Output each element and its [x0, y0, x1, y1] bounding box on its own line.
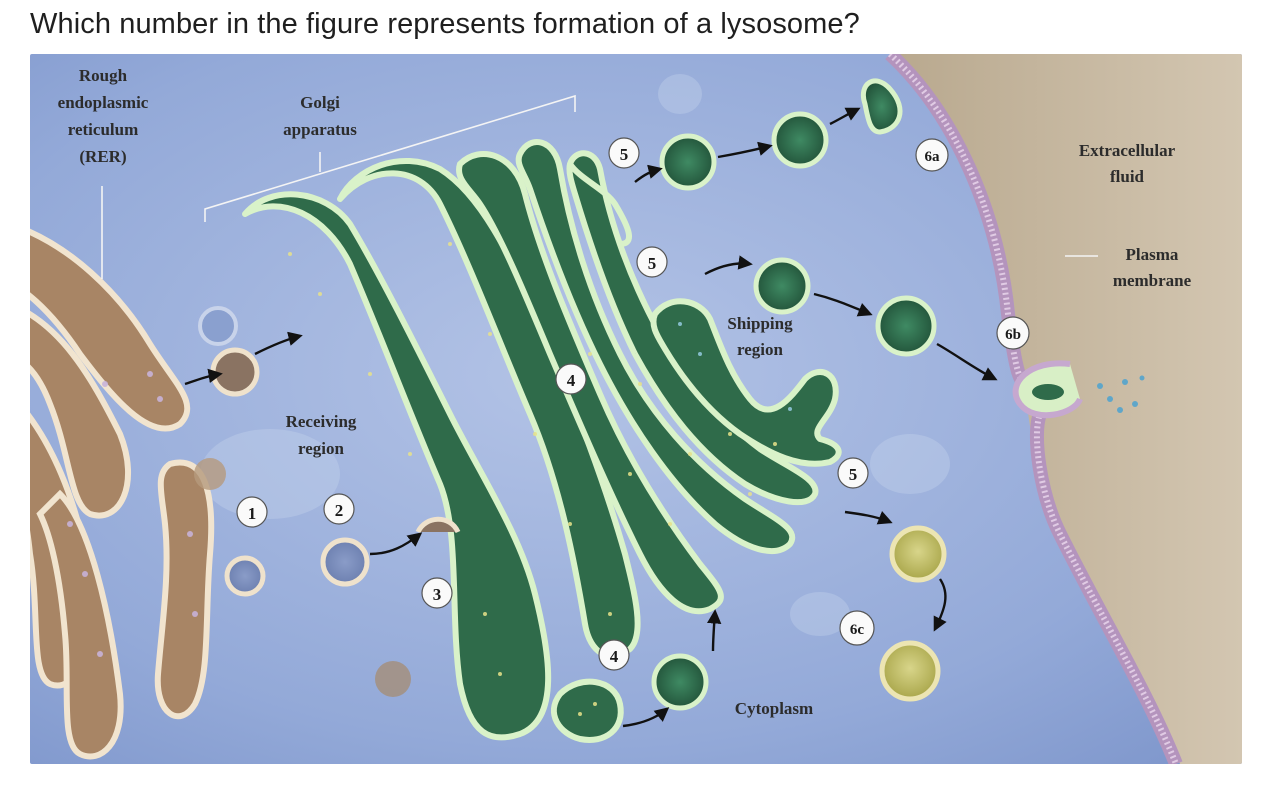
step-marker-4-bottom: 4 [598, 639, 630, 671]
svg-text:Rough: Rough [79, 66, 128, 85]
svg-text:4: 4 [610, 647, 619, 666]
svg-text:6b: 6b [1005, 327, 1021, 343]
svg-text:membrane: membrane [1113, 271, 1192, 290]
label-receiving: Receiving region [286, 412, 357, 458]
label-rer: Rough endoplasmic reticulum (RER) [58, 66, 149, 166]
label-cytoplasm: Cytoplasm [735, 699, 813, 718]
svg-text:5: 5 [620, 145, 629, 164]
step-marker-5-middle: 5 [636, 246, 668, 278]
label-golgi: Golgi apparatus [283, 93, 357, 139]
step-marker-2: 2 [323, 493, 355, 525]
golgi-diagram: 1 2 3 4 4 5 5 5 6a 6b 6c Rough endoplasm… [30, 54, 1242, 764]
svg-text:apparatus: apparatus [283, 120, 357, 139]
svg-text:5: 5 [849, 465, 858, 484]
svg-text:region: region [298, 439, 345, 458]
label-extracellular: Extracellular fluid [1079, 141, 1176, 186]
svg-text:Receiving: Receiving [286, 412, 357, 431]
svg-text:1: 1 [248, 504, 257, 523]
step-markers: 1 2 3 4 4 5 5 5 6a 6b 6c [236, 137, 1030, 671]
pathway-arrows [184, 107, 998, 728]
svg-text:6a: 6a [925, 149, 941, 165]
step-marker-1: 1 [236, 496, 268, 528]
golgi-bracket [204, 94, 576, 222]
svg-text:fluid: fluid [1110, 167, 1145, 186]
svg-text:5: 5 [648, 254, 657, 273]
step-marker-5-top: 5 [608, 137, 640, 169]
svg-text:3: 3 [433, 585, 442, 604]
label-shipping: Shipping region [727, 314, 793, 359]
svg-text:(RER): (RER) [79, 147, 126, 166]
transport-vesicles [194, 306, 461, 697]
svg-text:endoplasmic: endoplasmic [58, 93, 149, 112]
step-marker-5-lower: 5 [837, 457, 869, 489]
question-text: Which number in the figure represents fo… [30, 8, 860, 40]
rough-er [30, 228, 215, 760]
lysosomes [879, 525, 947, 702]
step-marker-6a: 6a [915, 138, 949, 172]
secretory-vesicles [651, 78, 937, 711]
svg-text:region: region [737, 340, 784, 359]
svg-text:2: 2 [335, 501, 344, 520]
golgi-apparatus [242, 139, 842, 743]
step-marker-3: 3 [421, 577, 453, 609]
svg-text:reticulum: reticulum [68, 120, 139, 139]
svg-text:Shipping: Shipping [727, 314, 793, 333]
svg-text:Plasma: Plasma [1126, 245, 1179, 264]
svg-text:Golgi: Golgi [300, 93, 340, 112]
step-marker-6b: 6b [996, 316, 1030, 350]
svg-text:6c: 6c [850, 622, 865, 638]
label-plasma-membrane: Plasma membrane [1113, 245, 1192, 290]
step-marker-6c: 6c [839, 610, 875, 646]
svg-text:4: 4 [567, 371, 576, 390]
step-marker-4-top: 4 [555, 363, 587, 395]
svg-text:Extracellular: Extracellular [1079, 141, 1176, 160]
exocytosis-pocket [1012, 360, 1145, 419]
